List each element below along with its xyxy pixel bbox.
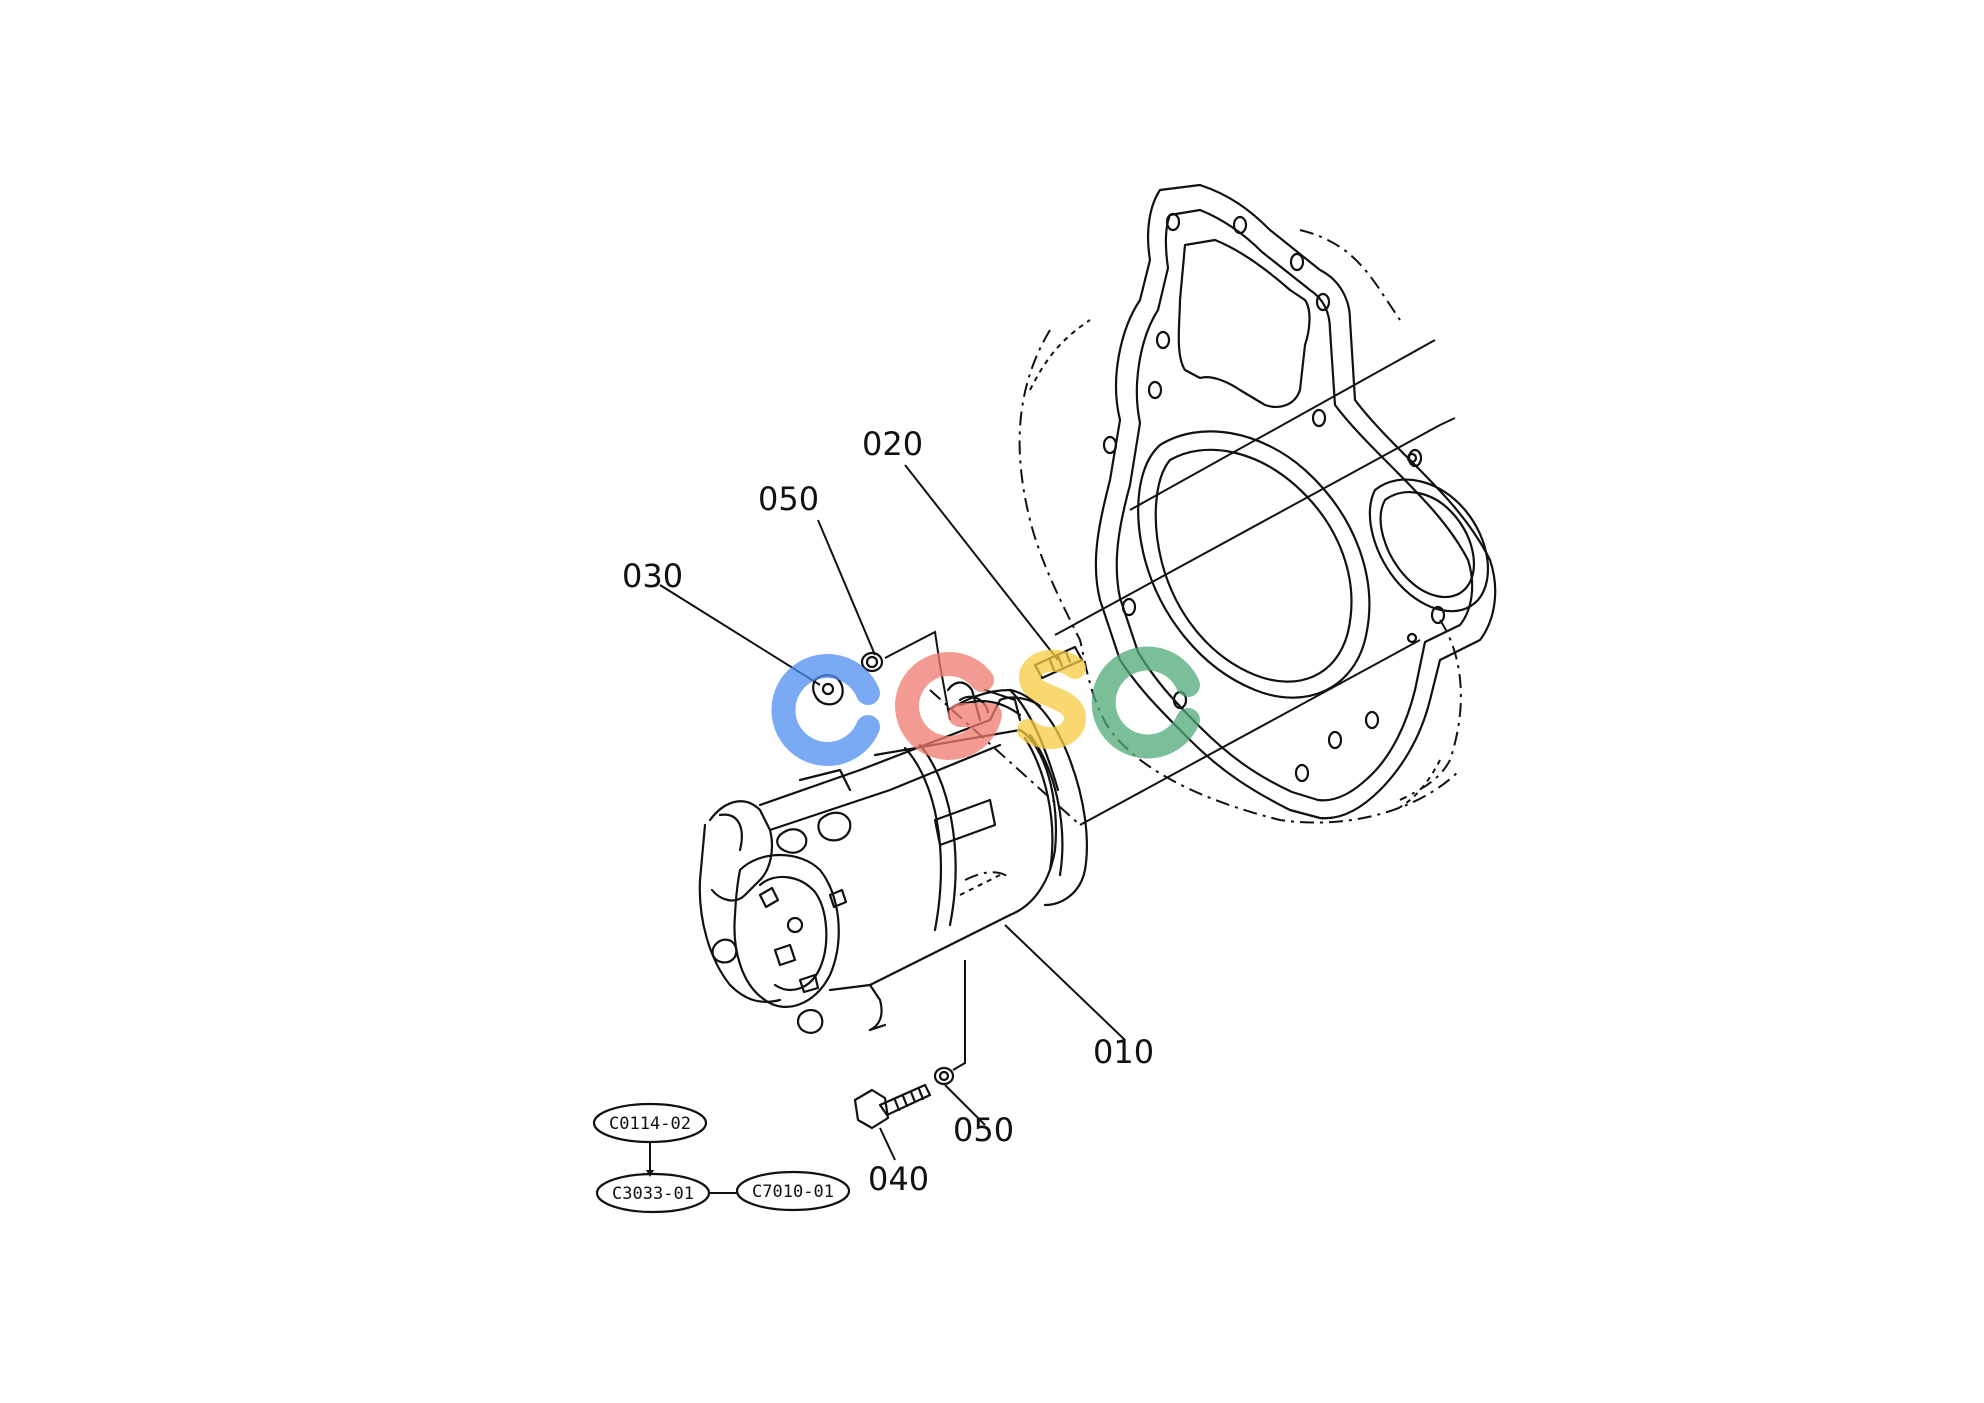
reference-c7010[interactable]: C7010-01	[735, 1170, 851, 1212]
watermark-logo	[771, 646, 1200, 766]
flywheel-housing	[1018, 183, 1497, 824]
callout-040: 040	[868, 1160, 929, 1198]
reference-c3033-label: C3033-01	[612, 1184, 694, 1204]
reference-c0114[interactable]: C0114-02	[592, 1102, 708, 1144]
callout-030: 030	[622, 557, 683, 595]
nut-and-washer-top	[812, 630, 951, 721]
callout-010: 010	[1093, 1033, 1154, 1071]
callout-leaders	[659, 464, 1126, 1161]
reference-c7010-label: C7010-01	[752, 1182, 834, 1202]
center-lines	[929, 339, 1456, 826]
callout-050-bottom: 050	[953, 1111, 1014, 1149]
callout-050-top: 050	[758, 480, 819, 518]
bolt-and-washer-bottom	[853, 960, 966, 1130]
callout-020: 020	[862, 425, 923, 463]
reference-c0114-label: C0114-02	[609, 1114, 691, 1134]
reference-c3033[interactable]: C3033-01	[595, 1172, 711, 1214]
